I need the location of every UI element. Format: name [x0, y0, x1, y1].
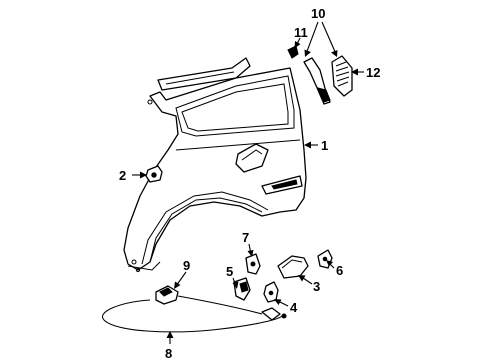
callout-10: 10 [311, 6, 325, 21]
trim-molding-part-10 [303, 57, 331, 105]
callout-3: 3 [313, 279, 320, 294]
clip-part-11 [287, 45, 299, 59]
callout-6: 6 [336, 263, 343, 278]
callout-7: 7 [242, 230, 249, 245]
release-cable-part-8 [101, 295, 287, 333]
bracket-part-4 [263, 281, 279, 303]
callout-8: 8 [165, 346, 172, 360]
callout-1: 1 [321, 138, 328, 153]
fuel-door-part-3 [277, 255, 309, 279]
quarter-panel [123, 57, 307, 273]
callout-5: 5 [226, 264, 233, 279]
callout-labels: 1 2 3 4 5 6 7 8 9 10 11 12 [119, 6, 380, 360]
leader-lines [132, 21, 364, 344]
callout-2: 2 [119, 168, 126, 183]
callout-12: 12 [366, 65, 380, 80]
callout-11: 11 [294, 25, 308, 40]
spring-part-7 [245, 253, 261, 275]
hinge-part-5 [233, 277, 251, 301]
callout-9: 9 [183, 258, 190, 273]
vent-grille-part-12 [331, 55, 353, 97]
clip-part-2 [145, 165, 163, 183]
opener-lever-part-9 [155, 285, 179, 305]
callout-4: 4 [290, 300, 298, 315]
